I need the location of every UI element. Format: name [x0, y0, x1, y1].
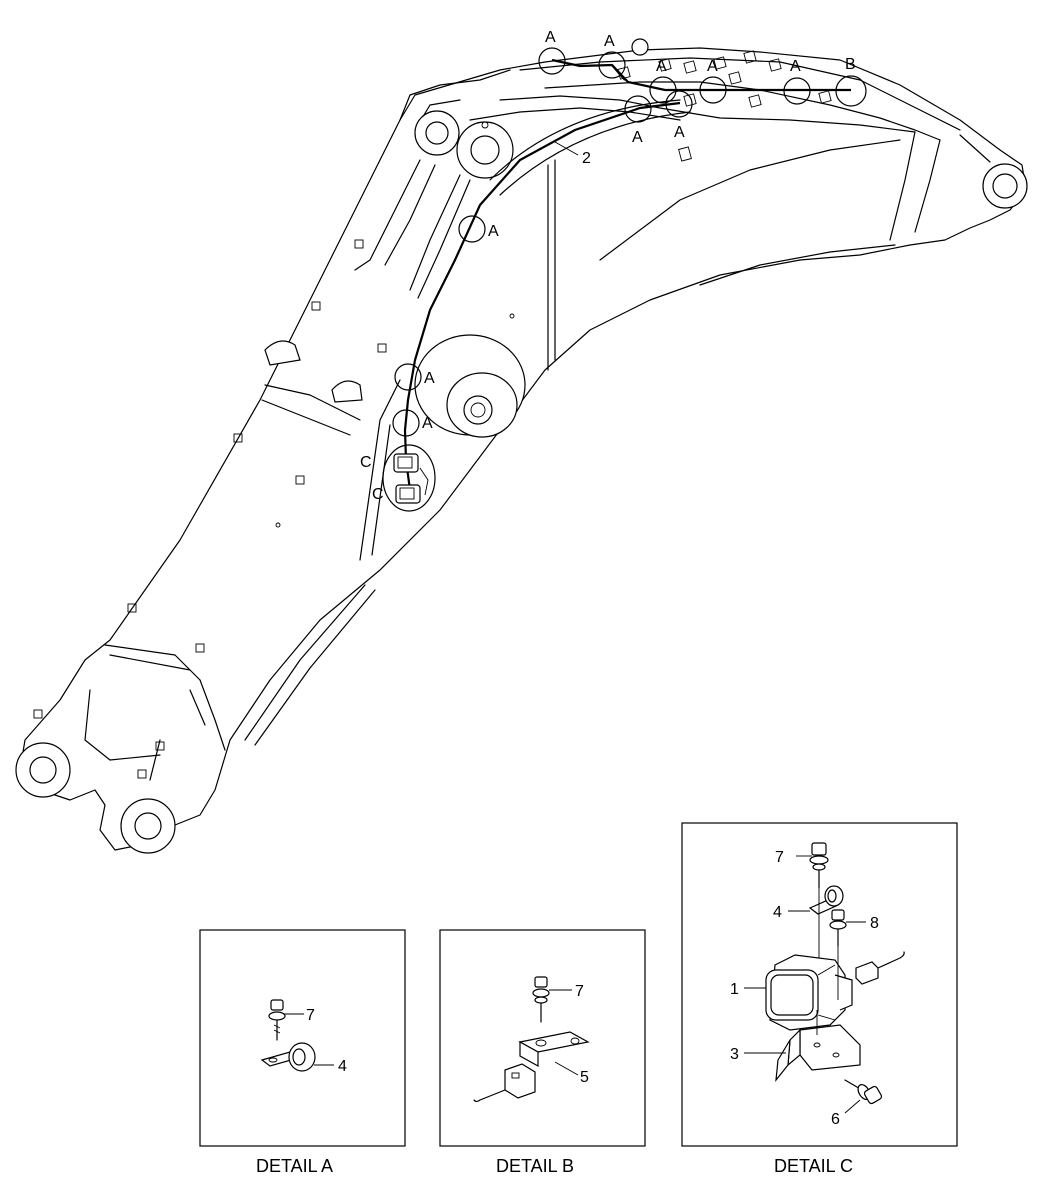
- callout-a-2: A: [604, 33, 615, 50]
- detail-a-part-4: 4: [338, 1058, 347, 1075]
- detail-c-panel: 7 4 8 1 3 6: [681, 822, 958, 1147]
- detail-c-part-3: 3: [730, 1046, 739, 1063]
- clamp-icon: [808, 885, 844, 915]
- boom-drawing: [15, 38, 1028, 854]
- bracket-icon: [775, 1024, 861, 1082]
- detail-c-caption: DETAIL C: [774, 1156, 853, 1176]
- detail-b-part-7: 7: [575, 983, 584, 1000]
- callout-a-5: A: [790, 58, 801, 75]
- callout-a-10: A: [422, 415, 433, 432]
- callout-harness: 2: [582, 150, 591, 167]
- bolt-icon: [268, 999, 286, 1041]
- bolt-icon: [532, 976, 550, 1023]
- bolt-icon: [809, 842, 829, 889]
- callout-a-8: A: [488, 223, 499, 240]
- callout-b: B: [845, 56, 856, 73]
- connector-icon: [855, 951, 905, 985]
- work-lamp-icon: [765, 954, 853, 1031]
- detail-b-part-5: 5: [580, 1069, 589, 1086]
- bolt-icon: [829, 909, 847, 947]
- callout-a-6: A: [632, 129, 643, 146]
- detail-c-part-4: 4: [773, 904, 782, 921]
- callout-c-1: C: [360, 454, 372, 471]
- callout-labels: A A A A A B A A A A A C C 2: [360, 29, 856, 503]
- callout-c-2: C: [372, 486, 384, 503]
- clip-icon: [473, 1031, 590, 1103]
- detail-c-part-1: 1: [730, 981, 739, 998]
- wiring-harness: [403, 58, 851, 496]
- detail-c-part-7: 7: [775, 849, 784, 866]
- detail-b-caption: DETAIL B: [496, 1156, 574, 1176]
- detail-c-part-8: 8: [870, 915, 879, 932]
- detail-a-caption: DETAIL A: [256, 1156, 333, 1176]
- detail-b-panel: 7 5: [439, 929, 646, 1147]
- detail-a-panel: 7 4: [199, 929, 406, 1147]
- callout-a-7: A: [674, 124, 685, 141]
- detail-c-part-6: 6: [831, 1111, 840, 1128]
- detail-a-part-7: 7: [306, 1007, 315, 1024]
- clamp-icon: [260, 1042, 316, 1072]
- callout-markers: [382, 47, 867, 512]
- bolt-icon: [844, 1079, 883, 1105]
- callout-a-1: A: [545, 29, 556, 46]
- callout-a-3: A: [656, 58, 667, 75]
- callout-a-4: A: [707, 58, 718, 75]
- callout-a-9: A: [424, 370, 435, 387]
